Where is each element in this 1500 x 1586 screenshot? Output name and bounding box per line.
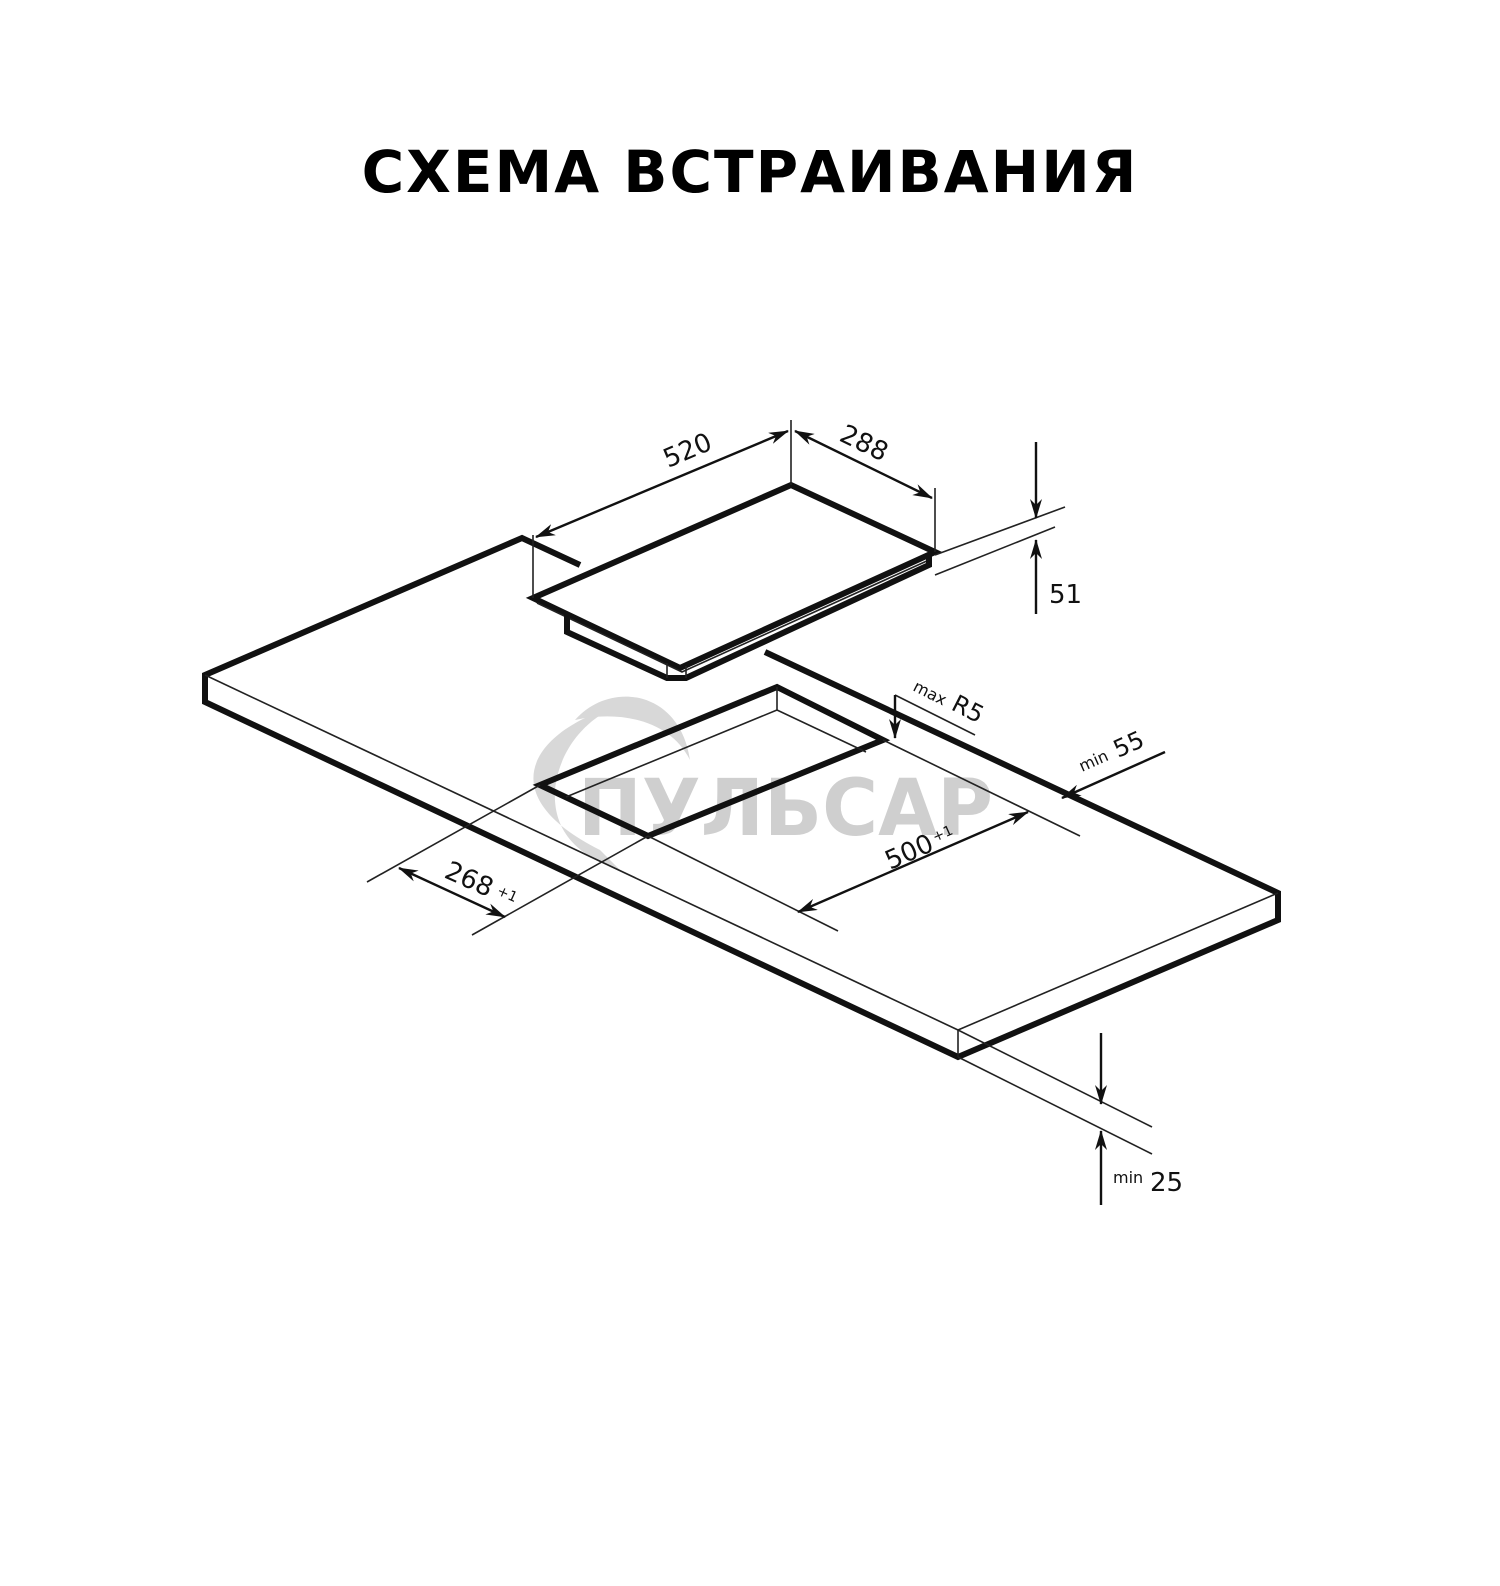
dim-r5-label: R5 xyxy=(947,689,988,728)
dimension-countertop-thickness: min 25 xyxy=(957,1029,1183,1205)
dim-51-label: 51 xyxy=(1049,580,1082,610)
dim-25-label: 25 xyxy=(1150,1168,1183,1198)
dim-r5-prefix: max xyxy=(910,677,950,710)
dimension-cooktop-depth: 288 xyxy=(794,419,936,552)
dimension-cooktop-width: 520 xyxy=(532,420,792,598)
dim-500-tolerance: +1 xyxy=(930,823,955,846)
dimension-cutout-depth: 268 +1 xyxy=(366,784,649,936)
dim-520-label: 520 xyxy=(659,427,716,474)
dimension-corner-radius: max R5 xyxy=(889,677,988,739)
countertop xyxy=(202,534,1281,1061)
dim-55-prefix: min xyxy=(1076,746,1111,776)
page-title: СХЕМА ВСТРАИВАНИЯ xyxy=(361,138,1139,206)
dim-288-label: 288 xyxy=(835,419,893,468)
dimension-back-clearance: min 55 xyxy=(1061,725,1166,800)
dim-268-label: 268 xyxy=(440,856,498,904)
dim-25-prefix: min xyxy=(1113,1168,1143,1187)
watermark-swoosh-icon xyxy=(533,700,640,870)
dimension-cooktop-height: 51 xyxy=(934,442,1082,614)
dim-268-tolerance: +1 xyxy=(494,883,519,906)
dim-55-label: 55 xyxy=(1109,725,1148,763)
